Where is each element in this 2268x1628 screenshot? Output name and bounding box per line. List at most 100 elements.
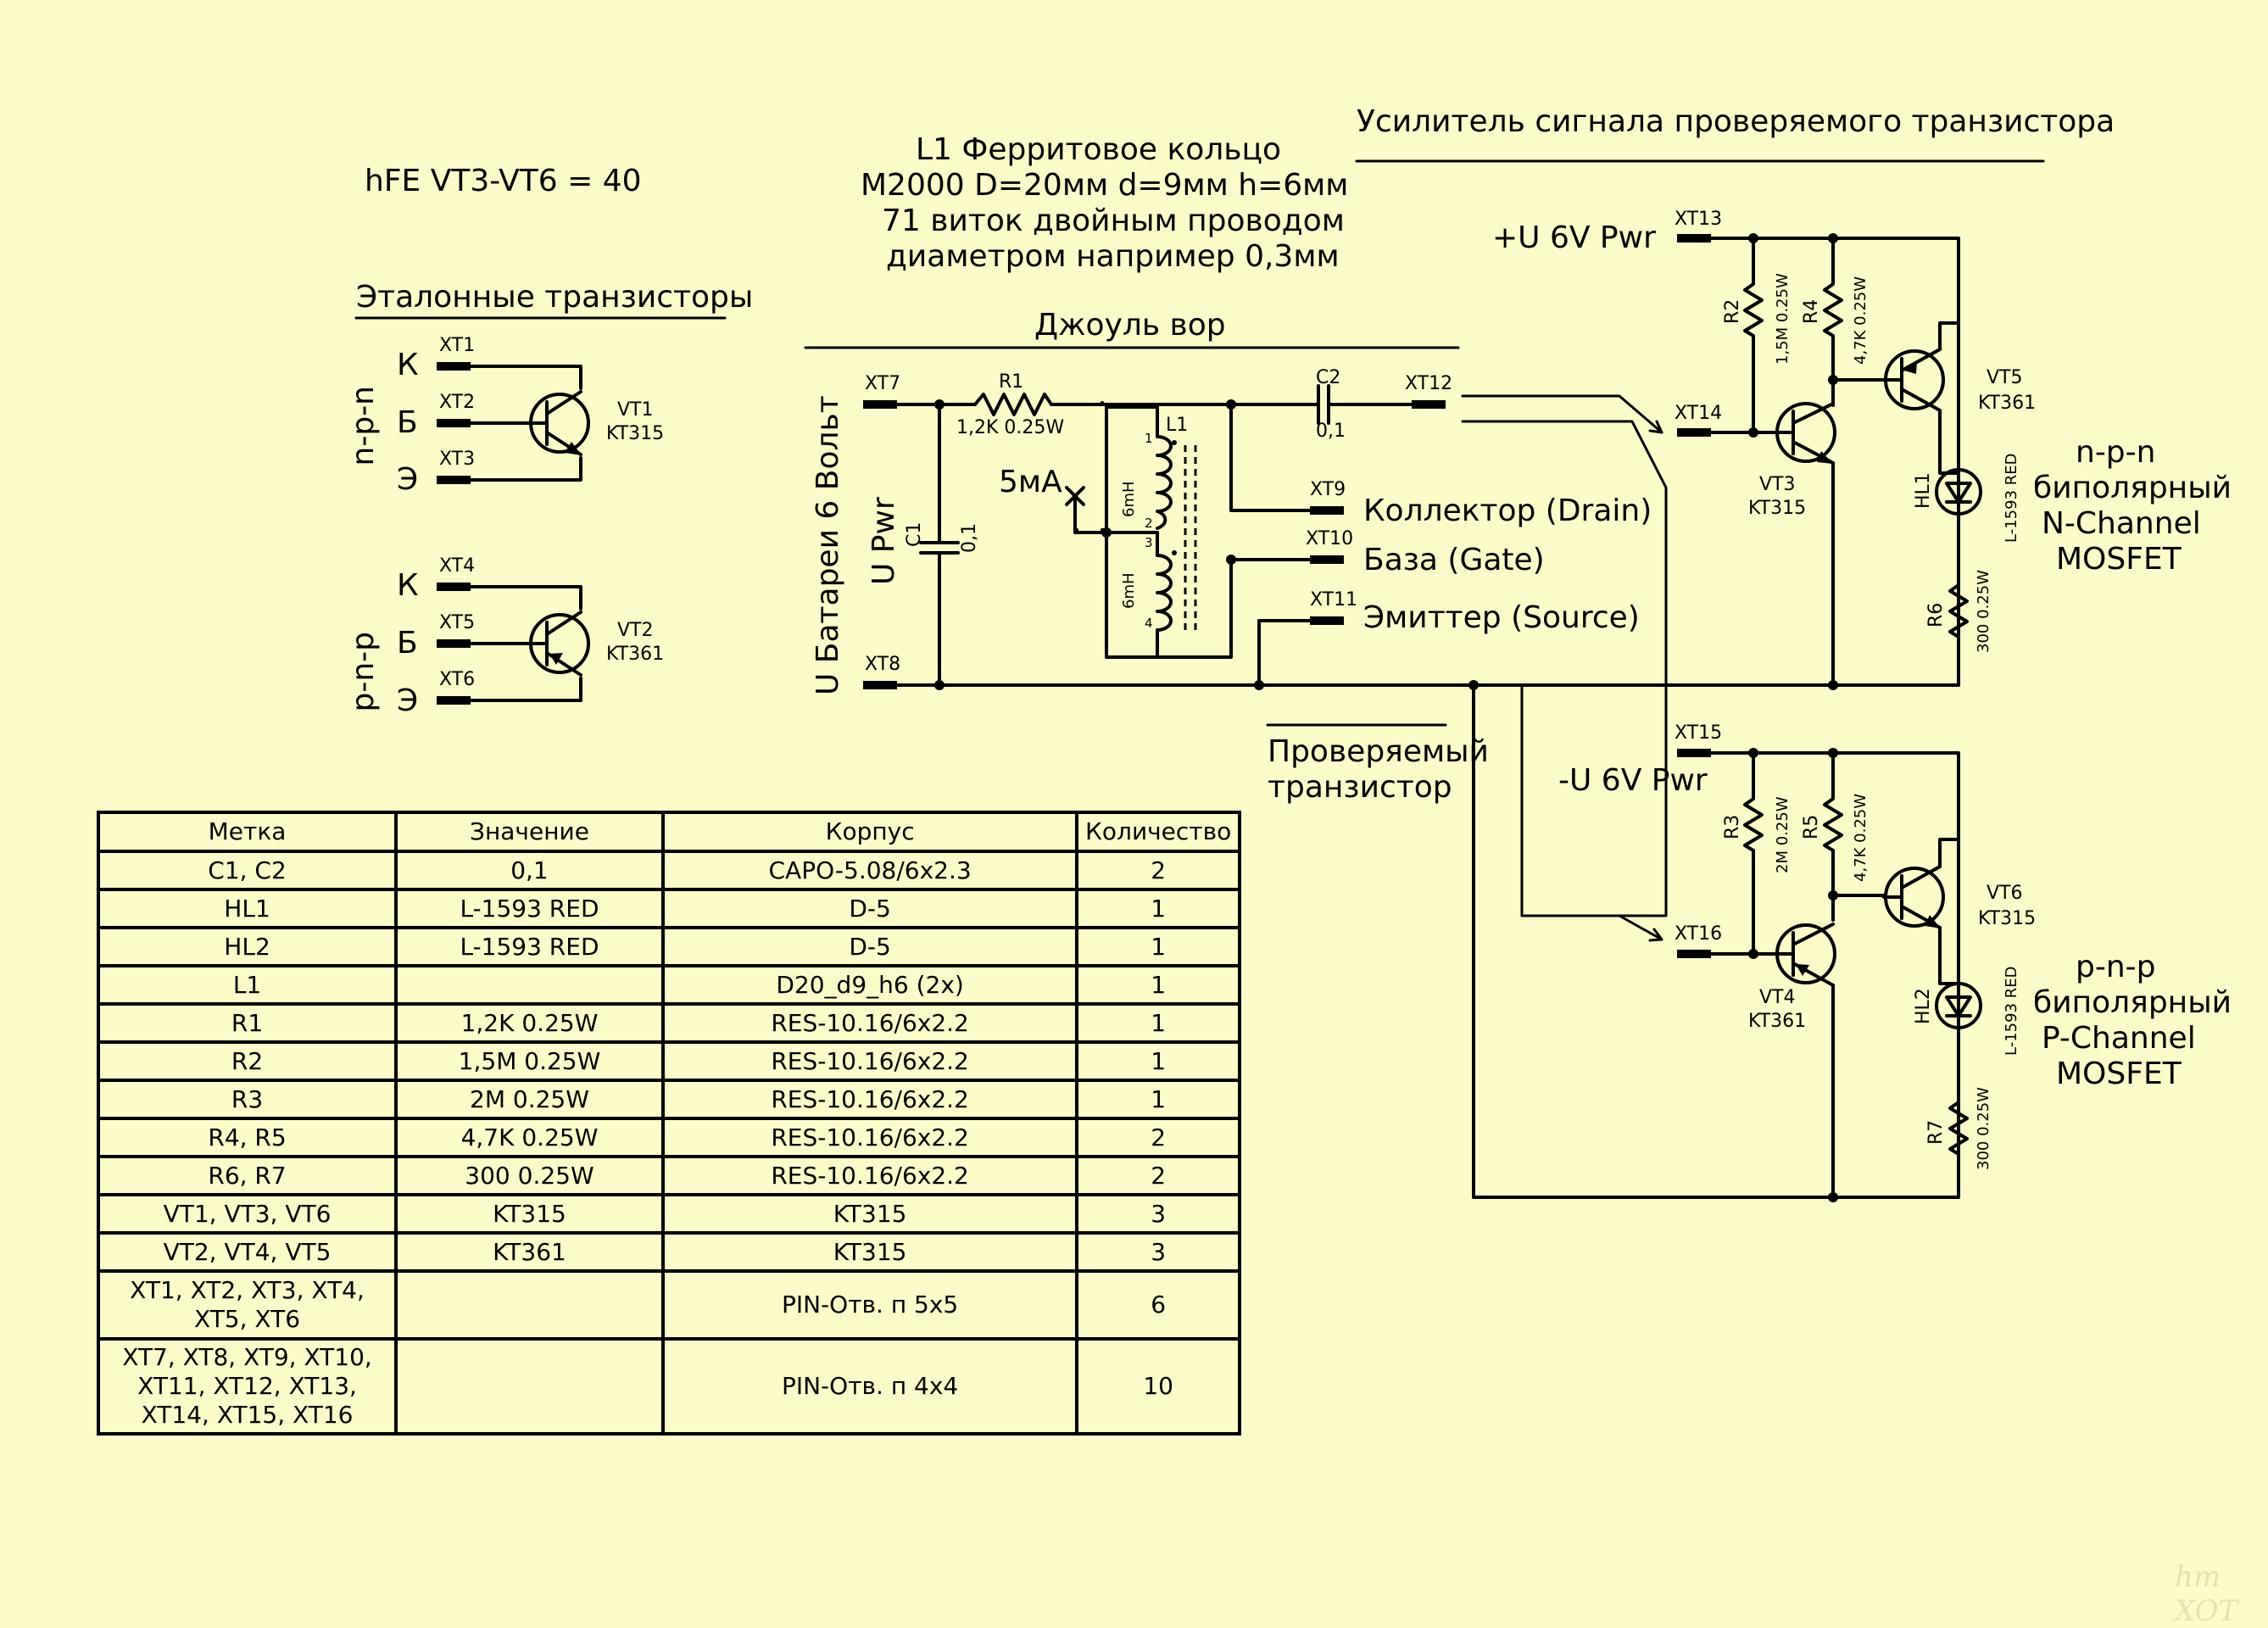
c2-label: C2 [1316, 367, 1340, 388]
bom-cell-qty: 2 [1075, 850, 1241, 891]
bom-header-package: Корпус [660, 811, 1079, 853]
xt3-label: XT3 [439, 449, 475, 470]
vt6-transistor [1882, 865, 1945, 929]
bom-cell-qty: 1 [1075, 1040, 1241, 1082]
xt1-pin[interactable] [437, 362, 471, 371]
signal-line-rail [1461, 420, 1668, 917]
xt3-pin[interactable] [437, 476, 471, 484]
vt2-transistor [528, 610, 590, 677]
bom-cell-qty: 1 [1075, 888, 1241, 929]
xt7-label: XT7 [865, 373, 900, 394]
bom-cell-package: KT315 [660, 1231, 1079, 1273]
xt2-pin[interactable] [437, 419, 471, 427]
bom-cell-qty: 3 [1075, 1231, 1241, 1273]
bom-cell-label: HL2 [96, 926, 398, 967]
bom-cell-package: CAPO-5.08/6x2.3 [660, 850, 1079, 891]
bom-cell-value [394, 1337, 665, 1436]
xt15-pin[interactable] [1677, 749, 1711, 757]
r2-resistor [1743, 237, 1764, 434]
svg-text:3: 3 [1145, 535, 1153, 550]
r6-resistor [1948, 558, 1969, 687]
xt12-label: XT12 [1405, 373, 1452, 394]
l1-mh-top: 6mH [1120, 481, 1138, 517]
bom-cell-qty: 1 [1075, 964, 1241, 1006]
bom-cell-package: KT315 [660, 1193, 1079, 1235]
vt1-emitter-wire [469, 456, 582, 482]
npn-ref-label: n-p-n [346, 386, 381, 466]
r5-label: R5 [1801, 815, 1822, 839]
emitter-label: Эмиттер (Source) [1363, 600, 1640, 635]
bom-cell-package: RES-10.16/6x2.2 [660, 1117, 1079, 1158]
watermark: hm XOT [2175, 1560, 2238, 1628]
xt9-pin[interactable] [1310, 506, 1344, 515]
r3-value: 2M 0.25W [1774, 796, 1792, 873]
bom-cell-qty: 3 [1075, 1193, 1241, 1235]
l1-pin1-wire [1105, 405, 1159, 438]
bom-cell-value: 0,1 [394, 850, 665, 891]
bom-cell-value: 1,5M 0.25W [394, 1040, 665, 1082]
xt6-pin[interactable] [437, 696, 471, 705]
pos-pwr-label: +U 6V Pwr [1492, 220, 1656, 255]
xt8-pin[interactable] [863, 681, 897, 689]
bom-cell-package: D-5 [660, 888, 1079, 929]
vt1-transistor [528, 390, 590, 456]
bom-cell-label: R4, R5 [96, 1117, 398, 1158]
xt13-pin[interactable] [1677, 234, 1711, 243]
bom-cell-value: 2M 0.25W [394, 1079, 665, 1120]
r4-label: R4 [1801, 299, 1822, 324]
xt14-pin[interactable] [1677, 428, 1711, 437]
l1-note-1: L1 Ферритовое кольцо [916, 132, 1281, 167]
xt16-pin[interactable] [1677, 950, 1711, 958]
bom-cell-value: L-1593 RED [394, 926, 665, 967]
upwr-label: U Pwr [867, 497, 901, 585]
collector-label: Коллектор (Drain) [1363, 493, 1652, 528]
xt4-pin[interactable] [437, 583, 471, 591]
xt12-pin[interactable] [1412, 400, 1446, 409]
bom-cell-label: XT1, XT2, XT3, XT4, XT5, XT6 [96, 1269, 398, 1341]
pnp-ref-label: p-n-p [346, 632, 381, 712]
c1-value: 0,1 [959, 523, 980, 553]
vt1-label: VT1 [617, 399, 654, 421]
xt9-label: XT9 [1310, 479, 1346, 500]
xt7-pin[interactable] [863, 400, 897, 409]
bom-cell-package: PIN-Отв. п 5x5 [660, 1269, 1079, 1341]
xt16-label: XT16 [1675, 923, 1722, 945]
vt6-label: VT6 [1987, 883, 2023, 904]
bom-cell-label: HL1 [96, 888, 398, 929]
r5-resistor [1823, 751, 1843, 922]
bom-header-label: Метка [96, 811, 398, 853]
vt2-collector-wire [469, 585, 582, 610]
xt10-pin[interactable] [1310, 555, 1344, 564]
svg-text:1: 1 [1145, 431, 1153, 446]
bom-cell-qty: 6 [1075, 1269, 1241, 1341]
pnp-caption-1: p-n-p [2076, 950, 2156, 984]
vt2-emitter-wire [469, 677, 582, 702]
hl2-label: HL2 [1913, 988, 1934, 1024]
battery-label: U Батареи 6 Вольт [811, 395, 845, 695]
npn-k-letter: К [397, 348, 419, 382]
bom-header-value: Значение [394, 811, 665, 853]
xt5-pin[interactable] [437, 639, 471, 648]
xt10-label: XT10 [1306, 528, 1353, 549]
vt1-type: KT315 [606, 423, 664, 444]
c2-value: 0,1 [1316, 421, 1346, 442]
xt11-pin[interactable] [1310, 616, 1344, 625]
signal-line-npn [1461, 394, 1663, 434]
vt4-type: KT361 [1748, 1011, 1806, 1032]
bom-cell-package: PIN-Отв. п 4x4 [660, 1337, 1079, 1436]
hl1-label: HL1 [1913, 472, 1934, 509]
svg-text:2: 2 [1145, 516, 1153, 531]
vt4-transistor [1775, 923, 1836, 987]
